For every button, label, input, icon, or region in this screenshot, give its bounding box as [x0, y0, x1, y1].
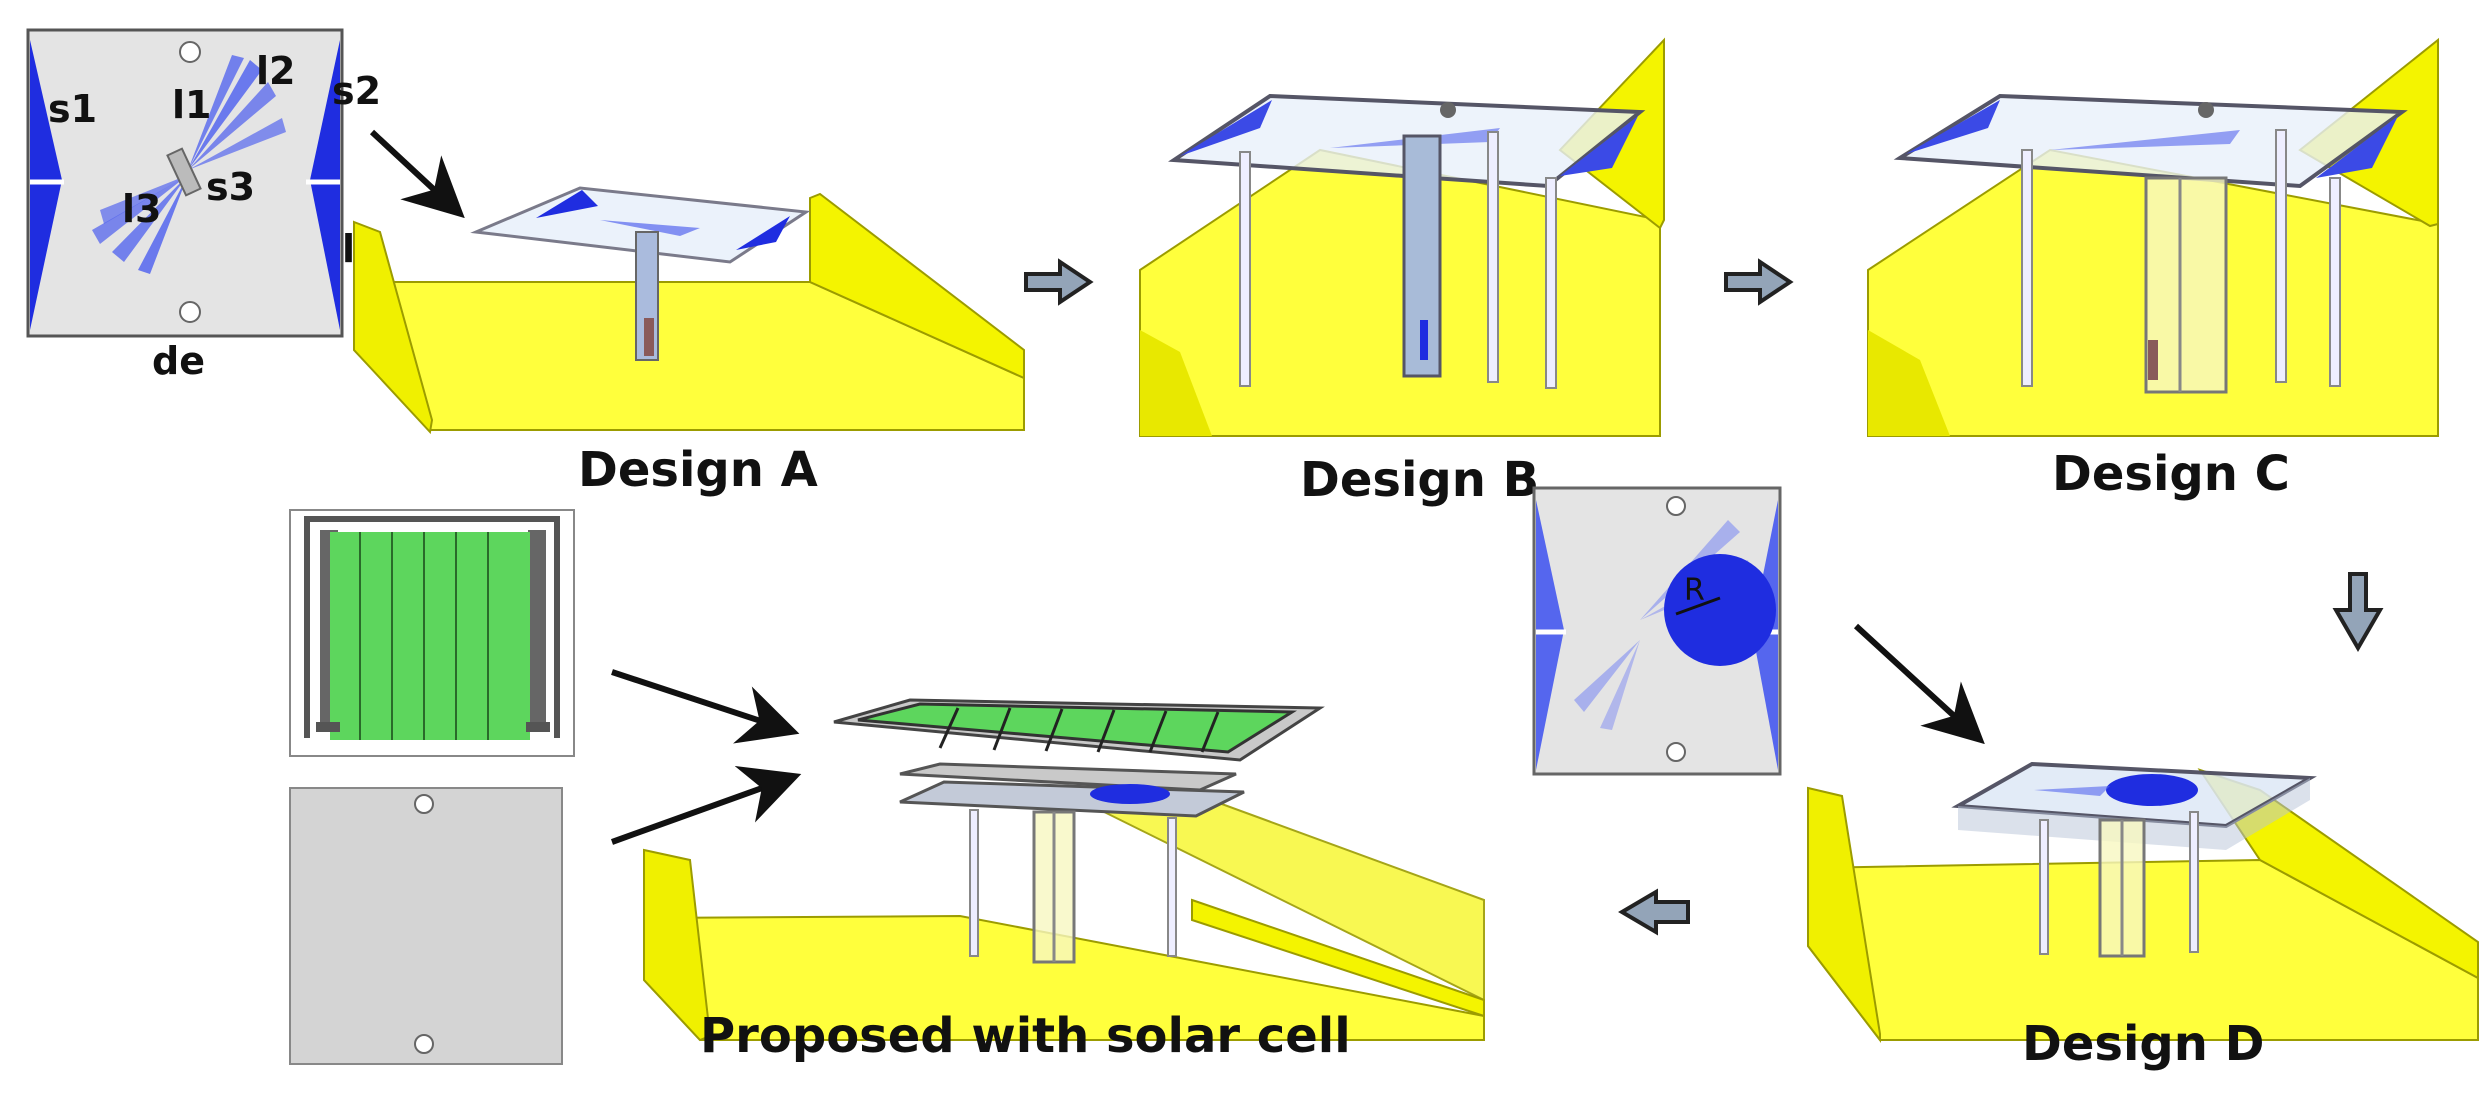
caption-design-c: Design C [2052, 446, 2290, 502]
label-s1: s1 [48, 87, 97, 131]
label-l3: l3 [122, 187, 161, 231]
caption-design-b: Design B [1300, 452, 1539, 508]
patch-layout-top-left: s1 s2 s3 l1 l2 l3 l4 de [26, 28, 381, 383]
flow-arrow-a-to-b [1024, 258, 1094, 306]
design-d-model [1807, 761, 2479, 1043]
label-l2: l2 [256, 49, 295, 93]
label-l1: l1 [172, 83, 211, 127]
pointer-arrow-solar-to-proposed [611, 669, 800, 744]
solar-cell-layer [289, 509, 575, 757]
substrate-layer [289, 787, 563, 1065]
pointer-arrow-to-design-a [369, 129, 465, 219]
label-s2: s2 [332, 69, 381, 113]
caption-design-d: Design D [2022, 1016, 2265, 1072]
proposed-model [643, 698, 1485, 1042]
label-r: R [1684, 573, 1705, 608]
flow-arrow-d-to-proposed [1618, 888, 1690, 936]
design-a-model [353, 186, 1025, 435]
pointer-arrow-substrate-to-proposed [610, 766, 802, 845]
design-c-model [1867, 37, 2439, 437]
pointer-arrow-to-design-d [1853, 623, 1985, 745]
flow-arrow-c-to-d [2332, 572, 2384, 652]
caption-proposed: Proposed with solar cell [700, 1008, 1351, 1064]
label-de: de [152, 339, 205, 383]
design-b-model [1139, 37, 1665, 437]
label-s3: s3 [206, 165, 255, 209]
flow-arrow-b-to-c [1724, 258, 1794, 306]
caption-design-a: Design A [578, 442, 818, 498]
patch-layout-circular: R [1532, 486, 1782, 776]
